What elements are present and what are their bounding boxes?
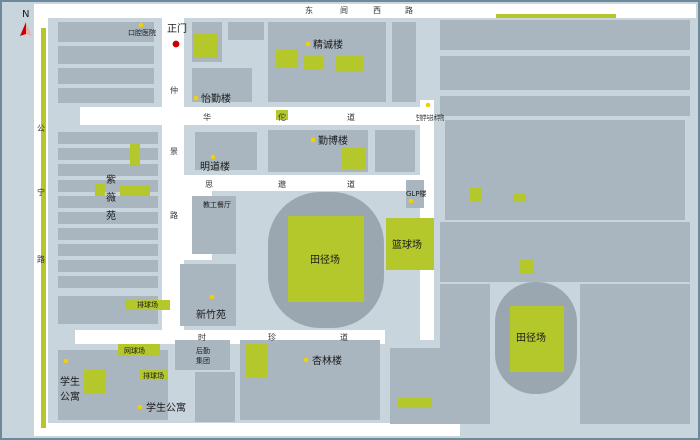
label-kouqiang: 口腔医院 xyxy=(128,28,156,37)
svg-text:路: 路 xyxy=(405,5,413,15)
svg-text:闾: 闾 xyxy=(340,5,348,15)
label-glp: GLP楼 xyxy=(406,189,427,198)
label-jiaogong: 教工餐厅 xyxy=(203,200,231,209)
label-qinbo: 勤博楼 xyxy=(318,134,348,147)
green-areas xyxy=(84,14,616,408)
svg-text:道: 道 xyxy=(340,332,348,342)
label-jingcheng: 精诚楼 xyxy=(313,38,343,51)
road-label-shizhen: 时 珍 道 xyxy=(198,332,348,342)
label-wangqiu: 网球场 xyxy=(124,346,145,355)
label-xuesheng-2: 学生公寓 xyxy=(146,401,186,414)
svg-text:时: 时 xyxy=(198,332,206,342)
label-shengwu: 生物学与技术学院 xyxy=(416,113,444,122)
basketball-court xyxy=(386,218,434,270)
label-xinglin: 杏林楼 xyxy=(312,354,342,367)
label-paiqiu2: 排球场 xyxy=(143,371,164,380)
svg-text:道: 道 xyxy=(347,112,355,122)
road-label-sixiao: 思 邈 道 xyxy=(205,179,355,189)
stadium-1-field xyxy=(288,216,364,302)
main-gate-marker xyxy=(172,40,180,48)
label-lanqiu: 篮球场 xyxy=(392,238,422,251)
road-label-zhongjing: 仲 景 路 xyxy=(170,85,178,220)
svg-text:东: 东 xyxy=(305,5,313,15)
label-ziwei-1: 紫 xyxy=(106,174,116,186)
label-zhengmen: 正门 xyxy=(167,22,187,35)
svg-text:思: 思 xyxy=(205,180,213,189)
label-ziwei-3: 苑 xyxy=(106,209,116,222)
stadium-1 xyxy=(268,192,384,328)
label-houqin-1: 后勤 xyxy=(196,346,210,355)
label-mingdao: 明道楼 xyxy=(200,160,230,173)
label-ziwei-2: 薇 xyxy=(106,192,116,204)
svg-text:华: 华 xyxy=(203,112,211,122)
north-label: N xyxy=(22,9,29,20)
svg-text:佗: 佗 xyxy=(278,112,286,122)
road-huatuo xyxy=(80,107,430,125)
label-yiqin: 怡勤楼 xyxy=(201,92,231,105)
stadium-2-field xyxy=(510,306,564,372)
svg-text:邈: 邈 xyxy=(278,179,286,189)
stadium-2 xyxy=(495,282,577,394)
svg-text:路: 路 xyxy=(170,210,178,220)
label-tianjing-2: 田径场 xyxy=(516,331,546,344)
label-paiqiu: 排球场 xyxy=(137,300,158,309)
label-xuesheng-1a: 学生 xyxy=(60,375,80,388)
location-dots xyxy=(63,22,431,410)
road-label-gongning: 公 宁 路 xyxy=(37,124,45,264)
svg-text:道: 道 xyxy=(347,179,355,189)
label-xinzhu: 新竹苑 xyxy=(196,308,226,321)
road-label-dongguan-west: 东 闾 西 路 xyxy=(305,5,413,15)
road-sixiao xyxy=(180,175,420,191)
svg-text:路: 路 xyxy=(37,254,45,264)
buildings xyxy=(58,20,690,424)
svg-text:仲: 仲 xyxy=(170,85,178,95)
svg-text:宁: 宁 xyxy=(37,187,45,197)
svg-text:珍: 珍 xyxy=(268,332,276,342)
svg-text:景: 景 xyxy=(170,147,178,156)
svg-text:西: 西 xyxy=(373,6,381,15)
svg-text:公: 公 xyxy=(37,124,45,133)
road-label-huatuo: 华 佗 道 xyxy=(203,112,355,122)
north-compass-icon: N xyxy=(20,9,32,36)
green-strip-left xyxy=(41,28,46,428)
road-bottom xyxy=(40,423,460,436)
label-houqin-2: 集团 xyxy=(196,356,210,365)
label-tianjing-1: 田径场 xyxy=(310,253,340,266)
label-xuesheng-1b: 公寓 xyxy=(60,390,80,403)
place-labels: 口腔医院 正门 精诚楼 怡勤楼 生物学与技术学院 勤博楼 明道楼 GLP楼 教工… xyxy=(60,22,546,414)
